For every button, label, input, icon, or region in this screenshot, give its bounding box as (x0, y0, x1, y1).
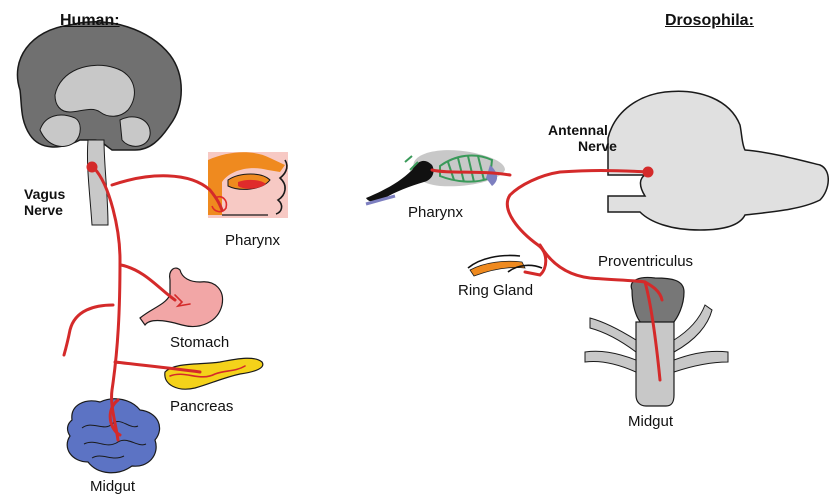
fly-brain (608, 91, 828, 230)
antennal-nerve-label-line2: Nerve (578, 138, 617, 155)
ring-gland-label: Ring Gland (458, 282, 533, 299)
stomach-label: Stomach (170, 334, 229, 351)
fly-midgut-label: Midgut (628, 413, 673, 430)
human-stomach (140, 268, 223, 326)
human-pharynx-label: Pharynx (225, 232, 280, 249)
proventriculus-label: Proventriculus (598, 253, 693, 270)
pancreas-label: Pancreas (170, 398, 233, 415)
fly-pharynx (366, 150, 505, 204)
vagus-nerve-label-line2: Nerve (24, 202, 63, 219)
vagus-nerve-label-line1: Vagus (24, 186, 65, 203)
human-midgut-label: Midgut (90, 478, 135, 495)
antennal-nerve-label-line1: Antennal (548, 122, 608, 139)
human-panel-title: Human: (60, 12, 120, 29)
fly-pharynx-label: Pharynx (408, 204, 463, 221)
drosophila-panel-title: Drosophila: (665, 12, 754, 29)
